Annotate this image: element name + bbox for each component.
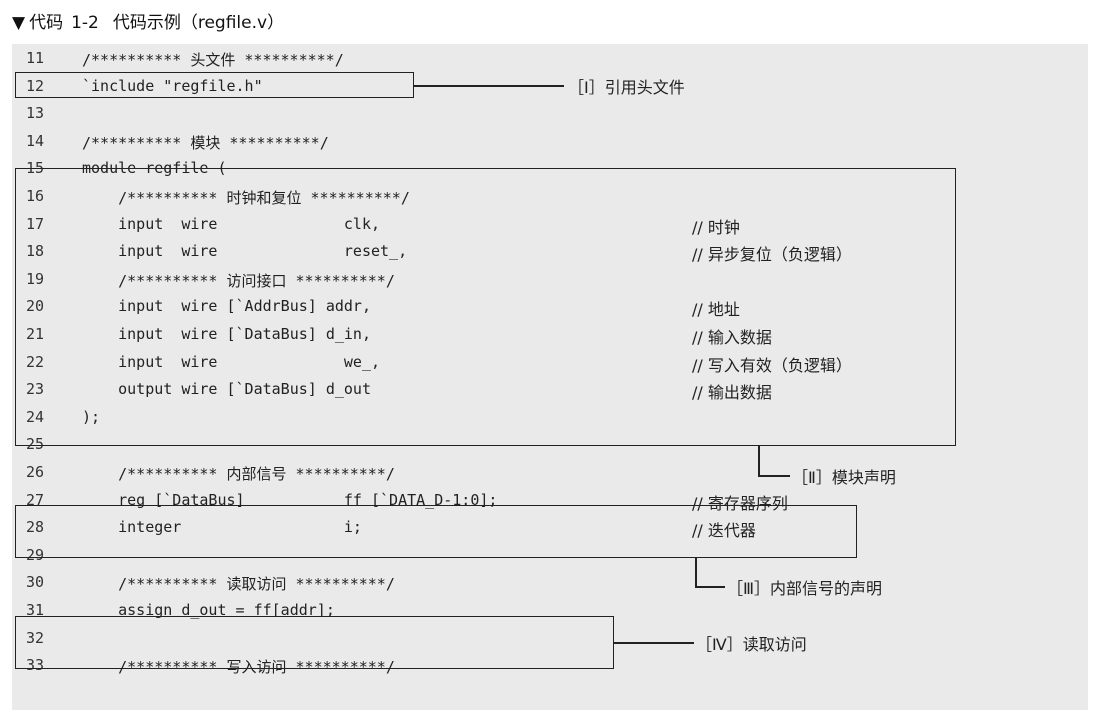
code-text: /********** 读取访问 **********/ [82,575,395,594]
code-line: 27 reg [`DataBus] ff [`DATA_D-1:0]; // 寄存… [12,489,1088,514]
read-access-highlight-box [15,616,614,669]
code-comment: // 异步复位（负逻辑） [692,245,852,265]
code-text: /********** 访问接口 **********/ [82,271,395,290]
code-comment: // 输出数据 [692,383,772,403]
triangle-marker-icon: ▼ [12,13,26,33]
code-line: 18 input wire reset_, // 异步复位（负逻辑） [12,240,1088,265]
line-number: 33 [26,656,45,675]
line-number: 16 [26,187,45,205]
code-text: assign d_out = ff[addr]; [82,601,335,619]
code-line: 21 input wire [`DataBus] d_in, // 输入数据 [12,323,1088,348]
line-number: 24 [26,407,45,426]
line-number: 17 [26,214,45,233]
code-caption: ▼代码 1-2 代码示例（regfile.v） [12,10,284,36]
line-number: 23 [26,380,45,399]
code-line: 28 integer i; // 迭代器 [12,516,1088,541]
read-connector-line [614,642,694,644]
line-number: 14 [26,131,45,150]
code-comment: // 时钟 [692,217,740,237]
line-number: 20 [26,297,45,316]
caption-label: 代码 [29,13,64,33]
module-highlight-box [15,168,956,446]
line-number: 29 [26,545,45,564]
module-annotation: ［Ⅱ］模块声明 [792,468,896,487]
code-line: 13 [12,102,1088,127]
code-line: 12 `include "regfile.h" [12,75,1088,100]
code-line: 33 /********** 写入访问 **********/ [12,654,1088,679]
code-line: 25 [12,433,1088,458]
code-line: 16 /********** 时钟和复位 **********/ [12,185,1088,210]
caption-number: 1-2 [71,13,99,33]
code-comment: // 迭代器 [692,521,756,541]
code-text: output wire [`DataBus] d_out [82,380,371,399]
code-line: 14 /********** 模块 **********/ [12,130,1088,155]
line-number: 19 [26,269,45,288]
internal-connector-vertical [695,558,697,587]
internal-annotation: ［Ⅲ］内部信号的声明 [727,579,883,598]
code-line: 22 input wire we_, // 写入有效（负逻辑） [12,351,1088,376]
line-number: 18 [26,242,45,261]
code-text: input wire reset_, [82,242,408,261]
code-line: 24); [12,406,1088,431]
code-line: 19 /********** 访问接口 **********/ [12,268,1088,293]
module-connector-vertical [758,446,760,476]
line-number: 27 [26,490,45,509]
code-line: 31 assign d_out = ff[addr]; [12,599,1088,624]
code-listing-panel: 11 /********** 头文件 **********/ 12 `include … [12,44,1088,710]
code-text: input wire we_, [82,352,381,371]
code-text: integer i; [82,518,362,537]
code-line: 26 /********** 内部信号 **********/ [12,461,1088,486]
code-line: 11 /********** 头文件 **********/ [12,47,1088,72]
code-text: /********** 写入访问 **********/ [82,658,395,677]
line-number: 12 [26,76,45,95]
code-text: input wire [`AddrBus] addr, [82,297,371,316]
line-number: 25 [26,435,45,454]
line-number: 31 [26,601,45,619]
code-line: 17 input wire clk, // 时钟 [12,213,1088,238]
code-comment: // 寄存器序列 [692,493,788,513]
code-comment: // 写入有效（负逻辑） [692,355,852,375]
line-number: 22 [26,352,45,371]
code-text: /********** 内部信号 **********/ [82,465,395,483]
include-annotation: ［Ⅰ］引用头文件 [568,78,685,97]
code-line: 30 /********** 读取访问 **********/ [12,571,1088,596]
code-comment: // 地址 [692,300,740,320]
line-number: 32 [26,628,45,647]
internal-signals-highlight-box [15,505,857,558]
code-comment: // 输入数据 [692,328,772,347]
read-annotation: ［Ⅳ］读取访问 [696,635,807,654]
include-connector-line [414,85,564,87]
code-line: 20 input wire [`AddrBus] addr, // 地址 [12,295,1088,320]
code-text: /********** 时钟和复位 **********/ [82,189,410,207]
code-line: 29 [12,544,1088,569]
code-text: /********** 模块 **********/ [82,133,329,152]
code-text: input wire clk, [82,214,381,233]
module-connector-horizontal [758,475,790,477]
line-number: 28 [26,518,45,537]
line-number: 13 [26,104,45,123]
code-text: reg [`DataBus] ff [`DATA_D-1:0]; [82,490,498,509]
caption-text: 代码示例（regfile.v） [112,13,285,33]
code-text: input wire [`DataBus] d_in, [82,325,371,343]
code-text: /********** 头文件 **********/ [82,51,344,69]
line-number: 30 [26,573,45,592]
internal-connector-horizontal [695,586,725,588]
code-text: `include "regfile.h" [82,76,263,95]
code-text: ); [82,407,101,426]
include-highlight-box [15,72,414,98]
line-number: 11 [26,49,45,67]
code-line: 23 output wire [`DataBus] d_out // 输出数据 [12,378,1088,403]
line-number: 21 [26,325,45,343]
code-line: 32 [12,627,1088,652]
line-number: 26 [26,463,45,481]
